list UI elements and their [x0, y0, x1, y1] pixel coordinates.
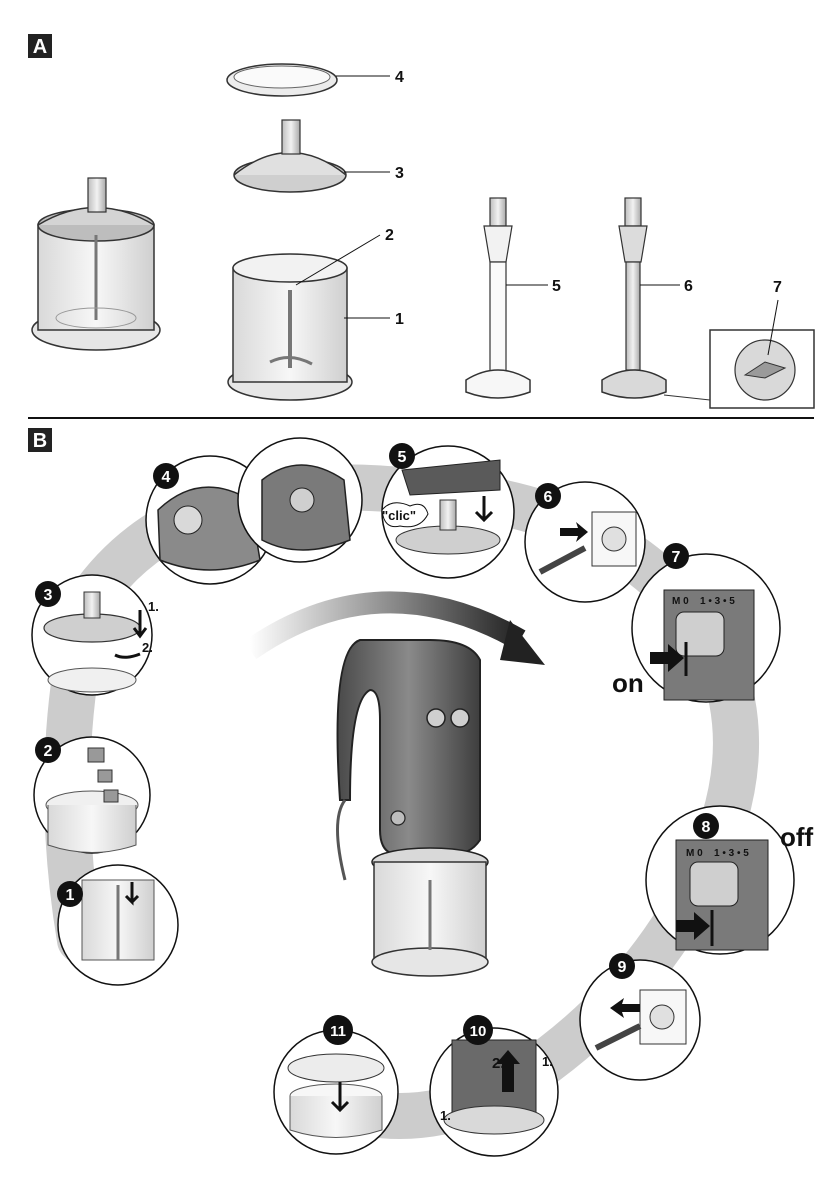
rotation-arrow-head [500, 620, 545, 665]
lid-illustration [226, 63, 338, 97]
step-badge-8 [693, 813, 719, 839]
step-2-panel [33, 736, 151, 854]
step-badge-10 [463, 1015, 493, 1045]
part-label-3: 3 [395, 165, 404, 182]
callout-lines [295, 75, 779, 356]
step-10-panel [429, 1027, 559, 1157]
blade-detail-illustration [663, 329, 815, 409]
step-3-sub-1: 1. [148, 599, 159, 614]
section-b: B [28, 428, 814, 1157]
step-7-panel [631, 553, 781, 703]
step-10-sub-1b: 1. [440, 1108, 451, 1123]
part-label-7: 7 [773, 279, 782, 296]
step-6-panel [524, 481, 646, 603]
part-label-6: 6 [684, 278, 693, 295]
section-a: A [28, 34, 815, 409]
part-label-5: 5 [552, 278, 561, 295]
step-10-sub-1a: 1. [542, 1054, 553, 1069]
step-10-sub-2: 2. [492, 1055, 505, 1072]
blender-foot-illustration [465, 197, 531, 399]
part-label-2: 2 [385, 227, 394, 244]
step-badge-11 [323, 1015, 353, 1045]
section-a-badge [28, 34, 52, 58]
step-5-panel [381, 445, 515, 579]
step-badge-1 [57, 881, 83, 907]
step-9-panel [579, 959, 701, 1081]
on-text: on [612, 668, 644, 698]
step-number-2: 2 [44, 743, 53, 760]
section-b-badge [28, 428, 52, 452]
step-3-panel [31, 574, 153, 696]
step-number-6: 6 [544, 489, 553, 506]
step-badge-6 [535, 483, 561, 509]
step-number-3: 3 [44, 587, 53, 604]
step-3-sub-2: 2. [142, 640, 153, 655]
off-text: off [780, 822, 814, 852]
hand-blender-device [336, 639, 489, 977]
section-a-label: A [33, 36, 47, 58]
speed-scale-left-8: M 0 [686, 848, 703, 859]
step-number-4: 4 [162, 469, 171, 486]
part-label-1: 1 [395, 311, 404, 328]
speed-scale-right-7: 1 • 3 • 5 [700, 596, 735, 607]
step-number-11: 11 [330, 1023, 346, 1040]
step-badge-9 [609, 953, 635, 979]
metal-blender-foot-illustration [601, 197, 667, 399]
step-4-panel [145, 437, 363, 585]
step-number-8: 8 [702, 819, 711, 836]
section-b-label: B [33, 430, 47, 452]
step-badge-2 [35, 737, 61, 763]
step-number-9: 9 [618, 959, 627, 976]
step-badge-4 [153, 463, 179, 489]
part-label-4: 4 [395, 69, 404, 86]
rotation-arrow [243, 591, 526, 660]
step-number-1: 1 [66, 887, 75, 904]
speed-scale-left-7: M 0 [672, 596, 689, 607]
clic-text: "clic" [382, 508, 416, 523]
assembled-chopper-illustration [31, 177, 161, 351]
step-11-panel [273, 1029, 399, 1155]
step-8-panel [645, 805, 795, 955]
step-badge-3 [35, 581, 61, 607]
step-badge-7 [663, 543, 689, 569]
step-1-panel [57, 864, 179, 986]
step-number-5: 5 [398, 449, 407, 466]
gear-attachment-illustration [233, 119, 347, 193]
step-badge-5 [389, 443, 415, 469]
step-badges: 1 2 3 4 5 6 7 8 9 10 11 [35, 443, 719, 1045]
step-number-7: 7 [672, 549, 681, 566]
bowl-illustration [227, 253, 353, 401]
step-number-10: 10 [470, 1023, 487, 1040]
speed-scale-right-8: 1 • 3 • 5 [714, 848, 749, 859]
